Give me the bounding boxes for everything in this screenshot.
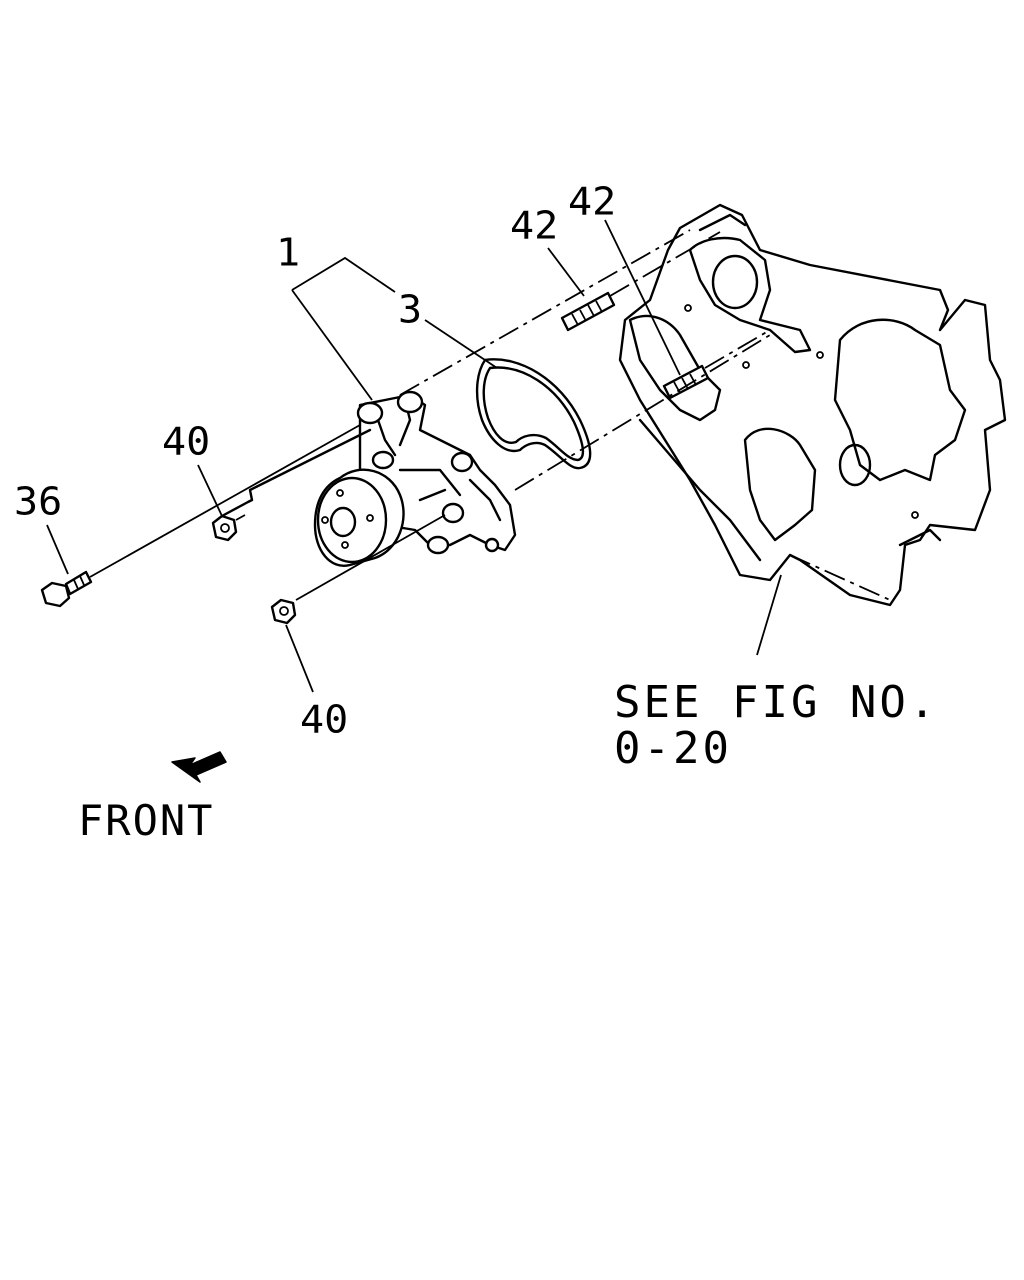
pump-gasket	[475, 358, 592, 470]
timing-case-cover	[618, 203, 1007, 607]
callout-part-42-left: 42	[510, 204, 559, 248]
front-direction-label: FRONT	[78, 796, 215, 845]
flange-nut-lower	[270, 598, 297, 625]
flange-nut-upper	[211, 514, 238, 542]
callout-part-40-upper: 40	[162, 420, 211, 464]
callout-part-40-lower: 40	[300, 698, 349, 742]
see-figure-note-line1: SEE FIG NO.	[614, 677, 939, 728]
installation-lines	[89, 229, 891, 601]
callout-part-3: 3	[398, 288, 423, 332]
stud-bolt-upper	[560, 291, 616, 332]
see-figure-note: SEE FIG NO. 0-20	[614, 677, 939, 775]
water-pump-assembly	[313, 390, 517, 567]
callout-part-1: 1	[276, 231, 301, 275]
callout-part-36: 36	[14, 480, 63, 524]
hex-bolt	[40, 570, 93, 608]
see-figure-note-line2: 0-20	[614, 723, 732, 775]
arrow-down-left-icon	[171, 751, 227, 783]
stud-bolt-lower	[662, 364, 710, 400]
callout-part-42-right: 42	[568, 180, 617, 224]
leader-lines	[46, 219, 782, 693]
